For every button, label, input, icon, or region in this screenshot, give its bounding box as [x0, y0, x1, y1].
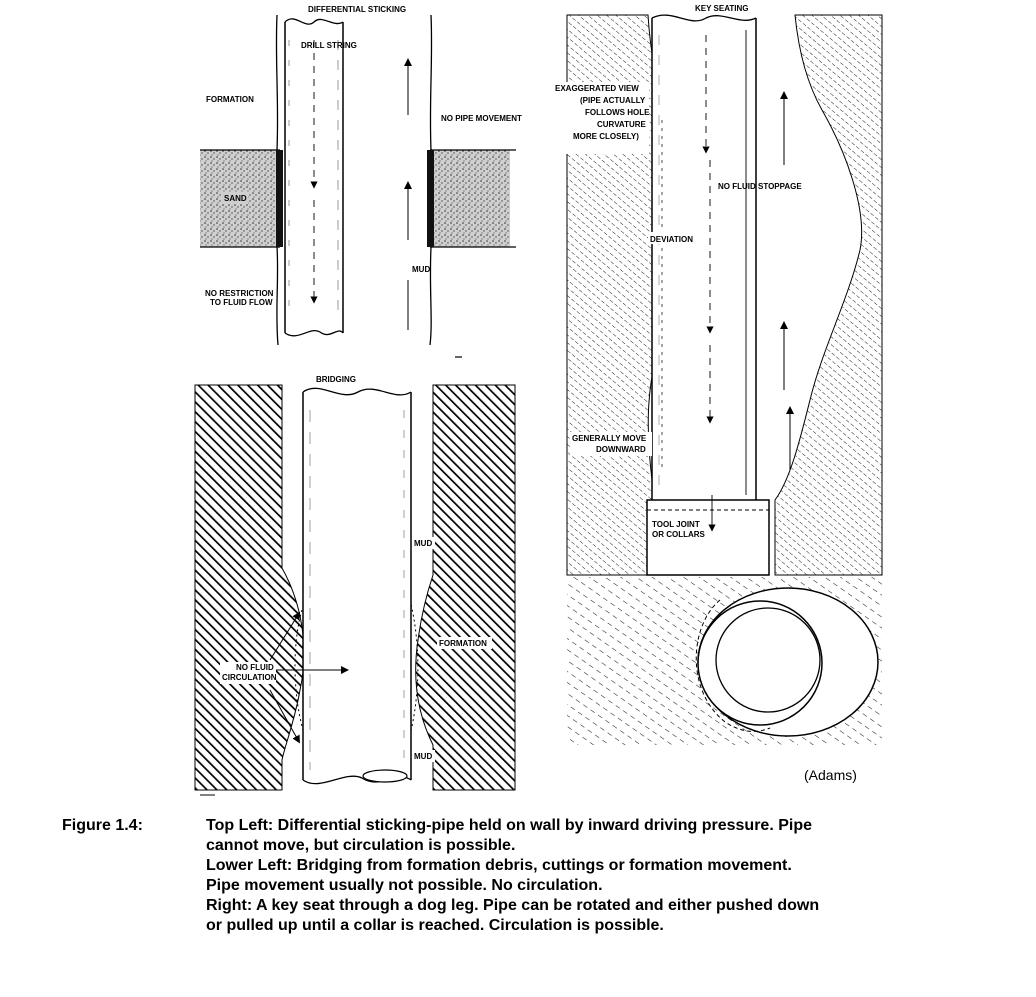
- no-restriction-label-1: NO RESTRICTION: [205, 289, 274, 298]
- exaggerated-label-5: MORE CLOSELY): [573, 132, 639, 141]
- caption-line-5: Right: A key seat through a dog leg. Pip…: [206, 897, 820, 914]
- bridging-formation-right: [415, 384, 516, 791]
- sand-label: SAND: [224, 194, 247, 203]
- no-fluid-label: NO FLUID: [236, 663, 274, 672]
- caption-text: Top Left: Differential sticking-pipe hel…: [206, 816, 986, 936]
- exaggerated-label-1: EXAGGERATED VIEW: [555, 84, 639, 93]
- sand-layer-right: [430, 150, 510, 247]
- credit-label: (Adams): [804, 767, 857, 783]
- differential-title: DIFFERENTIAL STICKING: [308, 5, 406, 14]
- panel-key-seating: KEY SEATING EXAGGERATED VIEW (PIPE ACTUA…: [553, 4, 883, 576]
- filter-cake-right: [427, 150, 434, 247]
- exaggerated-label-4: CURVATURE: [597, 120, 647, 129]
- caption-line-4: Pipe movement usually not possible. No c…: [206, 877, 603, 894]
- formation-label: FORMATION: [206, 95, 254, 104]
- hole-wall-left: [275, 14, 279, 346]
- keyseat-formation-right: [774, 14, 883, 576]
- circulation-label: CIRCULATION: [222, 673, 277, 682]
- no-pipe-movement-label: NO PIPE MOVEMENT: [441, 114, 522, 123]
- panel-differential-sticking: DIFFERENTIAL STICKING DRILL STRING FORMA…: [200, 5, 522, 358]
- filter-cake-left: [276, 150, 283, 247]
- bridging-mud-top: MUD: [414, 539, 432, 548]
- key-seating-title: KEY SEATING: [695, 4, 749, 13]
- bridging-pipe: [302, 387, 412, 785]
- bridging-formation-left: [194, 384, 305, 791]
- generally-move-label-1: GENERALLY MOVE: [572, 434, 647, 443]
- bridging-formation-label: FORMATION: [439, 639, 487, 648]
- tool-joint-collar: [646, 499, 770, 576]
- caption-figure-number: Figure 1.4:: [62, 817, 143, 834]
- keyseat-cross-section: (Adams): [567, 577, 882, 783]
- circulation-arrow-down: [269, 689, 300, 744]
- circulation-arrow-up: [269, 611, 301, 661]
- deviation-label: DEVIATION: [650, 235, 693, 244]
- caption-line-3: Lower Left: Bridging from formation debr…: [206, 857, 792, 874]
- no-fluid-stoppage-label: NO FLUID STOPPAGE: [718, 182, 802, 191]
- panel-bridging: BRIDGING MUD FORMATION NO FLUID CIRCULAT…: [194, 375, 516, 796]
- caption-line-6: or pulled up until a collar is reached. …: [206, 917, 664, 934]
- exaggerated-label-2: (PIPE ACTUALLY: [580, 96, 646, 105]
- generally-move-label-2: DOWNWARD: [596, 445, 646, 454]
- cross-section-pipe-inner: [715, 607, 821, 713]
- no-restriction-label-2: TO FLUID FLOW: [210, 298, 273, 307]
- keyseat-pipe: [651, 14, 757, 503]
- tool-joint-label-2: OR COLLARS: [652, 530, 706, 539]
- bridging-title: BRIDGING: [316, 375, 356, 384]
- caption-line-2: cannot move, but circulation is possible…: [206, 837, 516, 854]
- drill-string-pipe: [284, 18, 344, 337]
- hole-wall-right: [429, 14, 433, 346]
- mud-label-top: MUD: [412, 265, 430, 274]
- drill-string-label: DRILL STRING: [301, 41, 357, 50]
- bridging-mud-bottom: MUD: [414, 752, 432, 761]
- caption-line-1: Top Left: Differential sticking-pipe hel…: [206, 817, 813, 834]
- key-seat-groove: [695, 599, 771, 732]
- exaggerated-label-3: FOLLOWS HOLE: [585, 108, 650, 117]
- tool-joint-label-1: TOOL JOINT: [652, 520, 700, 529]
